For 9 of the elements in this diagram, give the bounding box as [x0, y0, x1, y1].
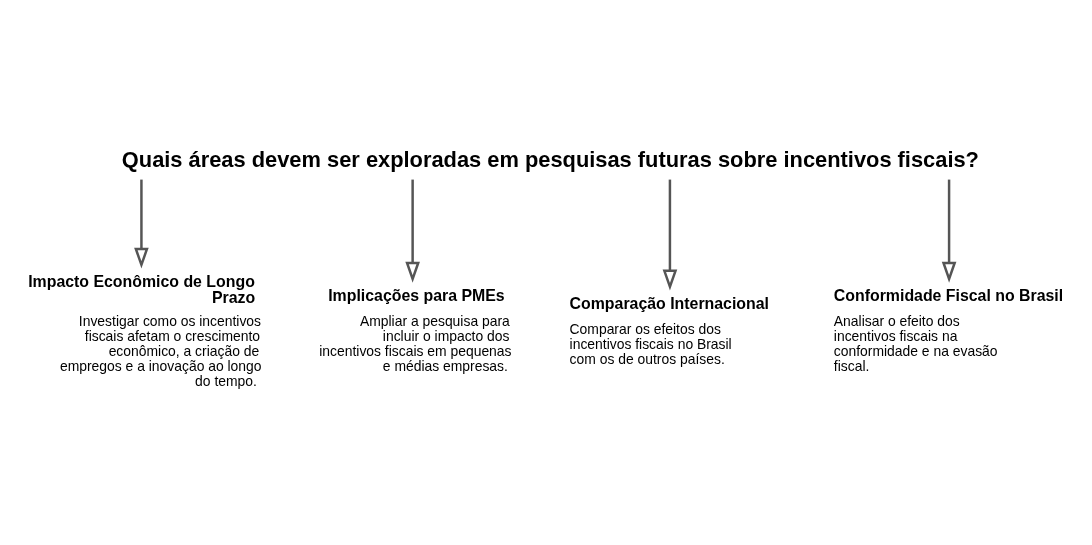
node-text: Conformidade Fiscal no Brasil Analisar o efeito dos incentivos fiscais na conformidade e na evasão fiscal.	[833, 286, 1064, 374]
node-text: Implicações para PMEs Ampliar a pesquisa para incluir o impacto dos incentivos fiscais em pequenas e médias empresas.	[319, 286, 512, 374]
arrow	[662, 179, 678, 290]
node-text: Comparação Internacional Comparar os efeitos dos incentivos fiscais no Brasil com os de outros países.	[569, 294, 769, 367]
node-text: Impacto Econômico de Longo Prazo Investigar como os incentivos fiscais afetam o crescimento econômico, a criação de empregos e a inovação ao longo do tempo.	[28, 272, 262, 389]
diagram-title: Quais áreas devem ser exploradas em pesquisas futuras sobre incentivos fiscais?	[121, 146, 979, 172]
arrow	[134, 179, 149, 269]
arrow	[405, 179, 420, 283]
arrow	[941, 179, 957, 283]
